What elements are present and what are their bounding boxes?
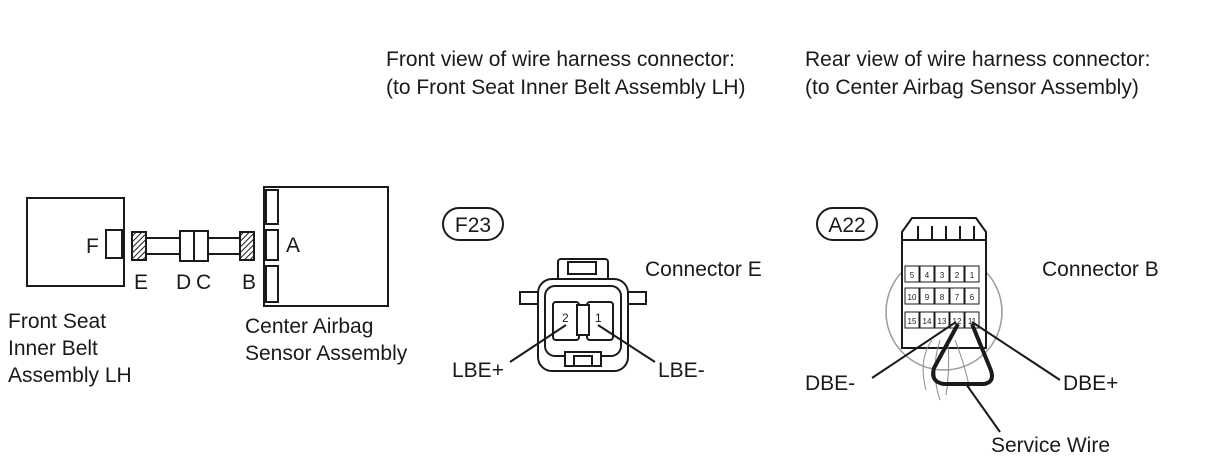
- front-view-title-line1: Front view of wire harness connector:: [386, 48, 735, 71]
- front-view-title-line2: (to Front Seat Inner Belt Assembly LH): [386, 76, 745, 99]
- pin-cell: [904, 265, 920, 283]
- rear-view-title-line1: Rear view of wire harness connector:: [805, 48, 1151, 71]
- pin-number: 8: [940, 293, 945, 302]
- pin-cell: [904, 287, 920, 305]
- connector-c-symbol: [193, 230, 209, 262]
- connector-code-badge: [442, 207, 504, 241]
- pin-number: 3: [940, 271, 945, 280]
- connector-code-f23: F23: [455, 214, 491, 237]
- harness-labels: F E D C B A Front Seat Inner Belt Assemb…: [8, 234, 408, 387]
- pin-number: 12: [953, 317, 962, 326]
- pin-number: 10: [908, 293, 917, 302]
- connector-f-symbol: [105, 229, 123, 259]
- label-dbe-minus: DBE-: [805, 372, 855, 395]
- pin-cell: [919, 265, 935, 283]
- pin-number: 14: [923, 317, 932, 326]
- connector-b-view: A22 Connector B: [805, 207, 1159, 457]
- connector-e-symbol: [131, 231, 147, 261]
- pin-cell: [934, 265, 950, 283]
- connector-d-symbol: [179, 230, 195, 262]
- front-seat-label-line2: Inner Belt: [8, 337, 98, 360]
- connector-a-symbol: [265, 229, 279, 261]
- pin-cell: [904, 311, 920, 329]
- pin-numbers: 5 4 3 2 1 10 9 8 7 6 15 14 13 12 11: [908, 271, 977, 326]
- connector-e-title: Connector E: [645, 258, 762, 281]
- pin-number: 5: [910, 271, 915, 280]
- pin-number: 7: [955, 293, 960, 302]
- connector-e-view: F23 Connector E 2 1 LBE+ LBE-: [442, 207, 762, 382]
- pin-cell: [949, 287, 965, 305]
- header: Front view of wire harness connector: (t…: [386, 48, 1151, 99]
- label-c: C: [196, 271, 211, 294]
- label-d: D: [176, 271, 191, 294]
- pin-cell: [919, 311, 935, 329]
- pin-number: 6: [970, 293, 975, 302]
- pin-number-1: 1: [595, 311, 602, 325]
- label-service-wire: Service Wire: [991, 434, 1110, 457]
- connector-bottom-slot: [573, 355, 593, 367]
- service-wire-loop: [931, 323, 994, 386]
- connector-b-title: Connector B: [1042, 258, 1159, 281]
- pin-cell: [934, 311, 950, 329]
- pin-cell: [964, 265, 980, 283]
- label-dbe-plus: DBE+: [1063, 372, 1118, 395]
- pin-cell: [919, 287, 935, 305]
- pin-divider: [576, 304, 590, 336]
- leader-dbe-plus: [971, 321, 1061, 381]
- pin-number: 4: [925, 271, 930, 280]
- pin-number: 1: [970, 271, 975, 280]
- pin-number: 11: [968, 317, 977, 326]
- leader-lbe-minus: [597, 324, 656, 363]
- connector-b-symbol: [239, 231, 255, 261]
- pin-number-2: 2: [562, 311, 569, 325]
- leader-service-wire: [965, 383, 1001, 433]
- center-airbag-label-line2: Sensor Assembly: [245, 342, 408, 365]
- pin-cell: [949, 265, 965, 283]
- connector-code-badge: [816, 207, 878, 241]
- connector-e-housing: [519, 258, 647, 372]
- front-seat-label-line3: Assembly LH: [8, 364, 132, 387]
- label-b: B: [242, 271, 256, 294]
- connector-latch-inner: [567, 261, 597, 275]
- rear-view-title-line2: (to Center Airbag Sensor Assembly): [805, 76, 1139, 99]
- center-airbag-label-line1: Center Airbag: [245, 315, 373, 338]
- pin-number: 9: [925, 293, 930, 302]
- leader-dbe-minus: [871, 321, 957, 379]
- label-f: F: [86, 235, 99, 258]
- label-lbe-plus: LBE+: [452, 359, 504, 382]
- label-lbe-minus: LBE-: [658, 359, 705, 382]
- label-a: A: [286, 234, 300, 257]
- pin-number: 13: [938, 317, 947, 326]
- label-e: E: [134, 271, 148, 294]
- pin-grid: [904, 265, 980, 329]
- wire-strand: [922, 339, 933, 391]
- sensor-connector-slot: [265, 189, 279, 225]
- center-airbag-box: [263, 186, 389, 307]
- front-seat-label-line1: Front Seat: [8, 310, 106, 333]
- pin-cell: [934, 287, 950, 305]
- sensor-connector-slot: [265, 265, 279, 303]
- leader-lbe-plus: [509, 324, 567, 363]
- harness-overview: [26, 186, 389, 307]
- pin-cell: [964, 287, 980, 305]
- connector-code-a22: A22: [828, 214, 865, 237]
- pin-number: 15: [908, 317, 917, 326]
- pin-number: 2: [955, 271, 960, 280]
